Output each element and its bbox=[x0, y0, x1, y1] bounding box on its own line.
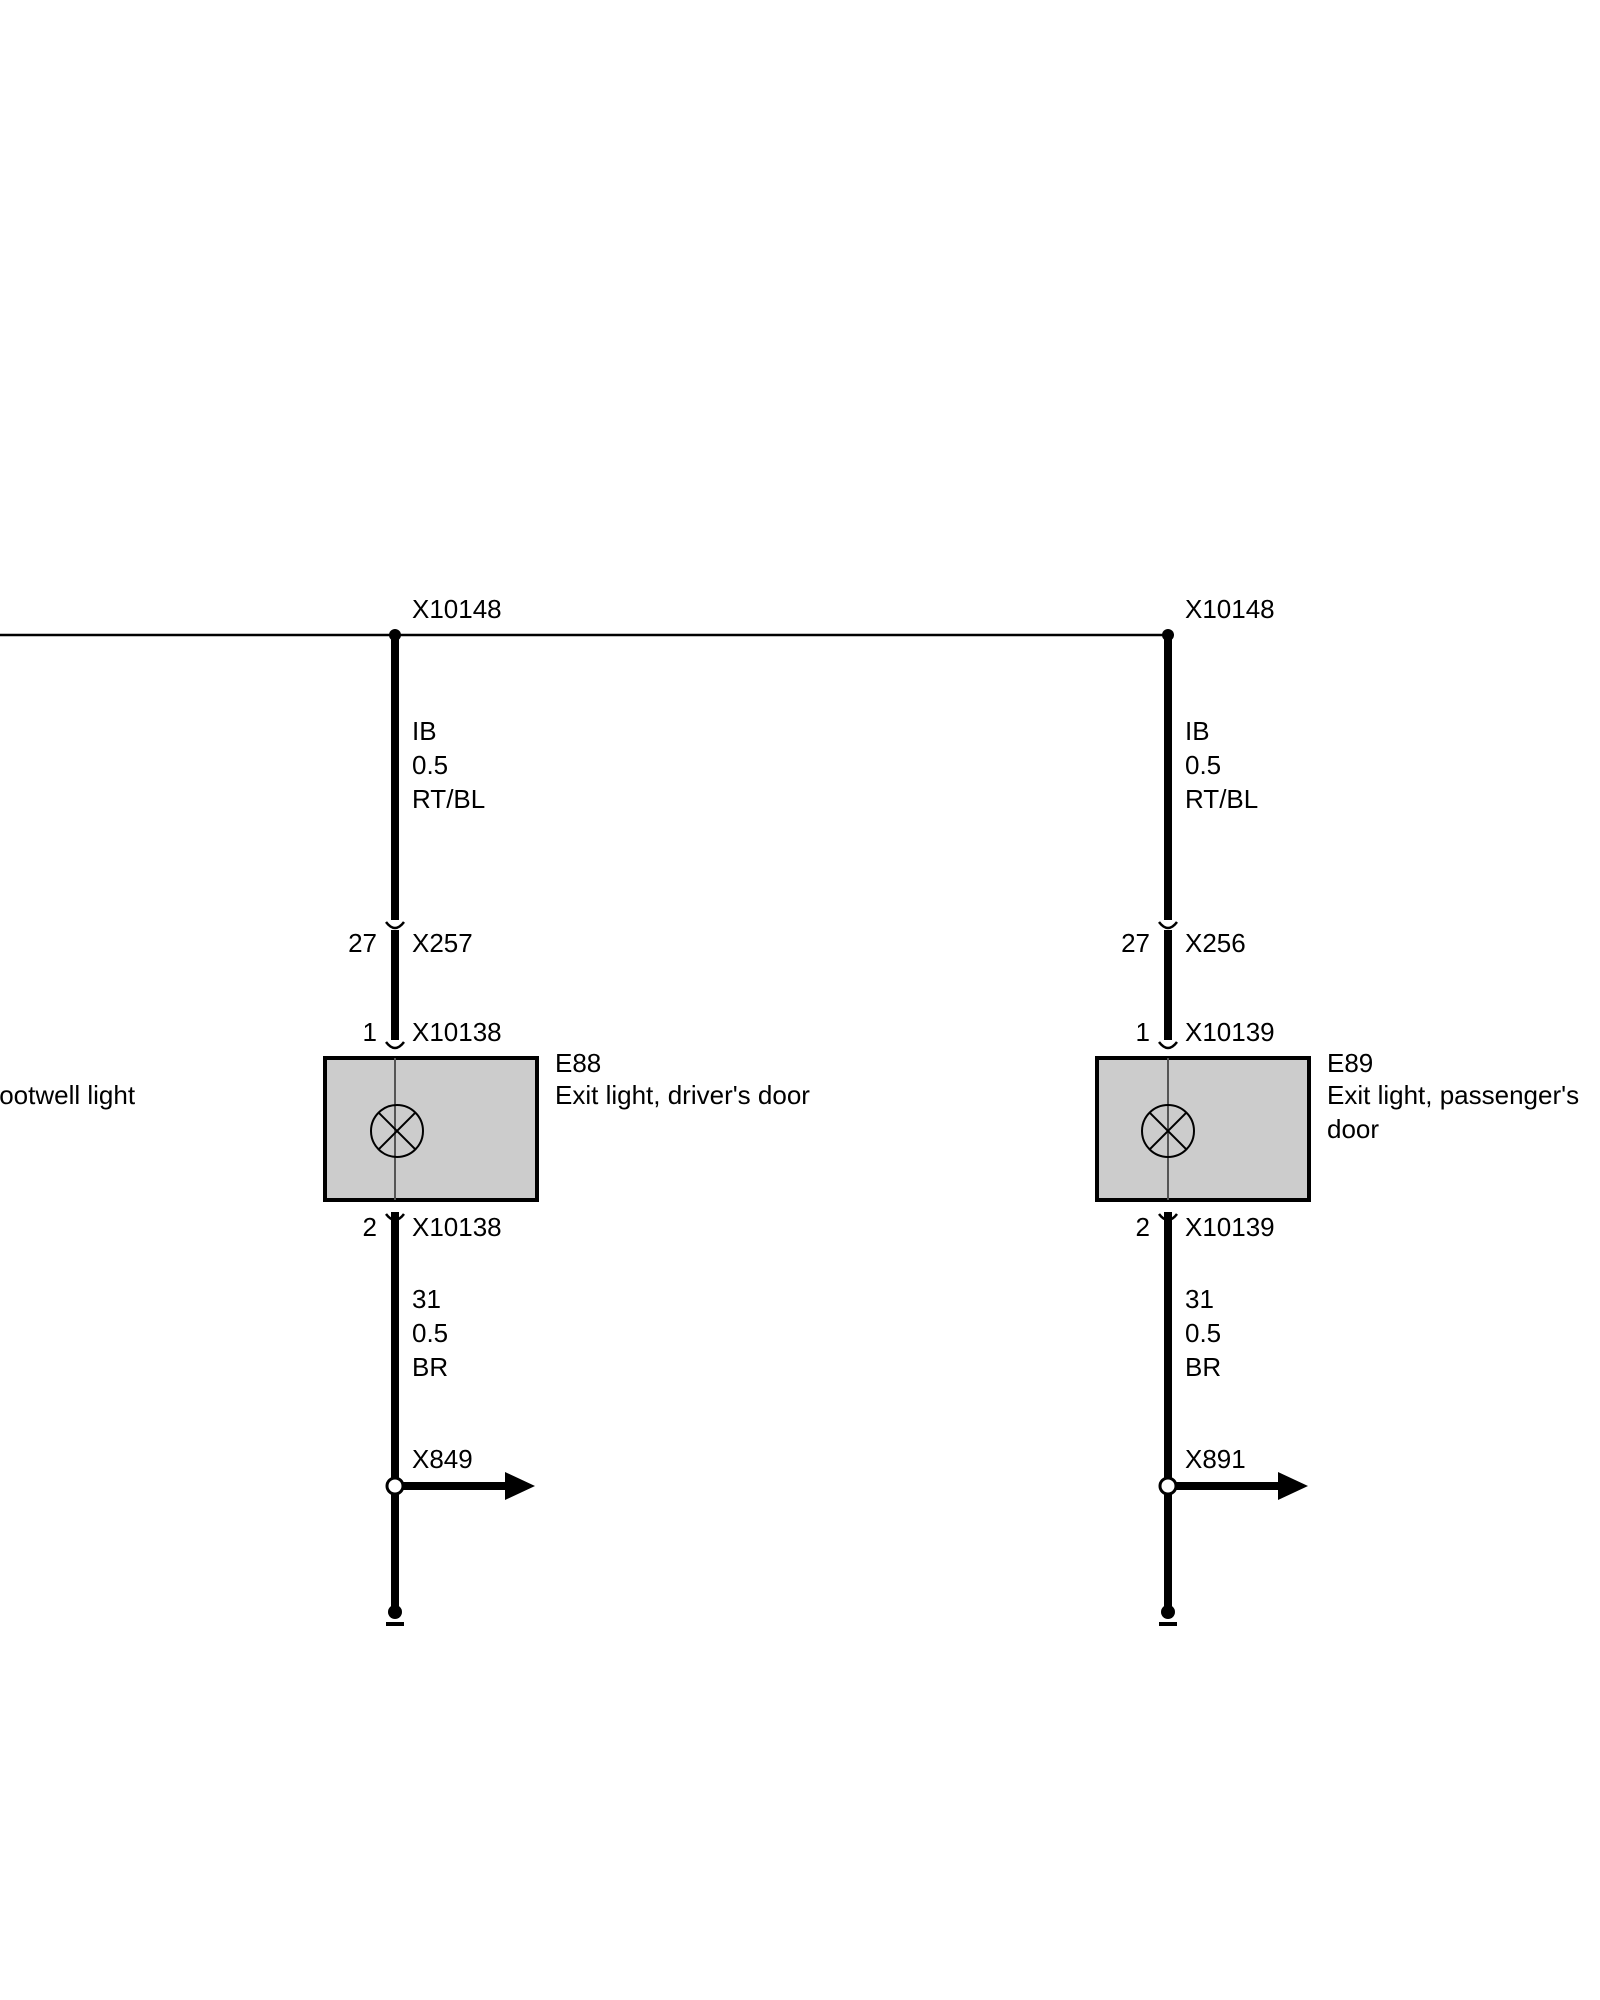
plug-pin-label: 27 bbox=[348, 928, 377, 958]
lower-wire-circuit: 31 bbox=[412, 1284, 441, 1314]
upper-wire-size: 0.5 bbox=[412, 750, 448, 780]
component-bottom-pin-label: 2 bbox=[363, 1212, 377, 1242]
circuit-e88: X10148 IB 0.5 RT/BL 27 X257 1 X10138 E88… bbox=[323, 594, 810, 1626]
plug-connector-symbol bbox=[1158, 921, 1178, 930]
lamp-icon bbox=[1141, 1104, 1195, 1158]
circuit-e89: X10148 IB 0.5 RT/BL 27 X256 1 X10139 E89… bbox=[1095, 594, 1579, 1626]
top-connector-label: X10148 bbox=[412, 594, 502, 624]
top-connector-label: X10148 bbox=[1185, 594, 1275, 624]
lamp-icon bbox=[370, 1104, 424, 1158]
upper-wire-circuit: IB bbox=[412, 716, 437, 746]
component-name-line-2: door bbox=[1327, 1114, 1379, 1144]
upper-wire-color: RT/BL bbox=[412, 784, 485, 814]
upper-wire-size: 0.5 bbox=[1185, 750, 1221, 780]
lower-wire-color: BR bbox=[412, 1352, 448, 1382]
lower-wire-circuit: 31 bbox=[1185, 1284, 1214, 1314]
lower-wire-color: BR bbox=[1185, 1352, 1221, 1382]
component-top-pin-label: 1 bbox=[363, 1017, 377, 1047]
component-name-line-1: Exit light, passenger's bbox=[1327, 1080, 1579, 1110]
lower-wire-size: 0.5 bbox=[412, 1318, 448, 1348]
partial-component-label: footwell light bbox=[0, 1080, 136, 1110]
splice-arrow-head bbox=[505, 1472, 535, 1500]
component-top-pin-symbol bbox=[1158, 1041, 1178, 1050]
splice-dot bbox=[1158, 1476, 1178, 1496]
exit-light-component-box bbox=[323, 1056, 539, 1202]
splice-label: X891 bbox=[1185, 1444, 1246, 1474]
component-bottom-connector-label: X10139 bbox=[1185, 1212, 1275, 1242]
plug-connector-label: X257 bbox=[412, 928, 473, 958]
component-top-connector-label: X10139 bbox=[1185, 1017, 1275, 1047]
splice-label: X849 bbox=[412, 1444, 473, 1474]
plug-pin-label: 27 bbox=[1121, 928, 1150, 958]
component-bottom-connector-label: X10138 bbox=[412, 1212, 502, 1242]
upper-wire-circuit: IB bbox=[1185, 716, 1210, 746]
splice-arrow-head bbox=[1278, 1472, 1308, 1500]
component-top-connector-label: X10138 bbox=[412, 1017, 502, 1047]
lower-wire-size: 0.5 bbox=[1185, 1318, 1221, 1348]
component-top-pin-label: 1 bbox=[1136, 1017, 1150, 1047]
exit-light-component-box bbox=[1095, 1056, 1311, 1202]
component-name-line-1: Exit light, driver's door bbox=[555, 1080, 810, 1110]
component-top-pin-symbol bbox=[385, 1041, 405, 1050]
plug-connector-label: X256 bbox=[1185, 928, 1246, 958]
ground-end-dot bbox=[388, 1605, 402, 1619]
upper-wire-color: RT/BL bbox=[1185, 784, 1258, 814]
component-id: E88 bbox=[555, 1048, 601, 1078]
ground-end-dot bbox=[1161, 1605, 1175, 1619]
component-id: E89 bbox=[1327, 1048, 1373, 1078]
plug-connector-symbol bbox=[385, 921, 405, 930]
splice-dot bbox=[385, 1476, 405, 1496]
component-bottom-pin-label: 2 bbox=[1136, 1212, 1150, 1242]
